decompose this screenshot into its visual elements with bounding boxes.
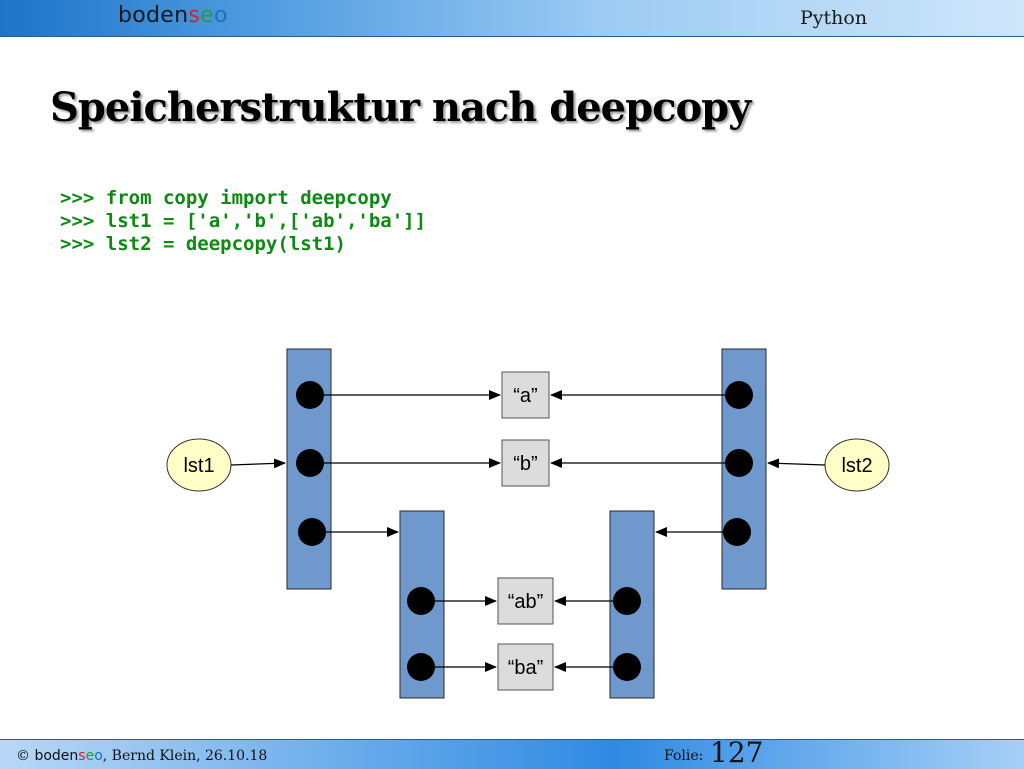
logo-part-o: o <box>213 3 228 28</box>
string-box-ba <box>497 643 554 691</box>
ref-dot-inner-right-0 <box>613 587 641 615</box>
string-label-a: “a” <box>513 385 537 407</box>
copyright-symbol: © <box>16 748 30 764</box>
brand-part-o: o <box>94 748 103 764</box>
brand-part-boden: boden <box>34 748 79 764</box>
arrow-lst2-to-list <box>767 458 826 469</box>
slide-label: Folie: <box>664 748 704 764</box>
string-box-ab <box>497 577 554 625</box>
string-label-b: “b” <box>513 453 537 475</box>
code-block: >>> from copy import deepcopy>>> lst1 = … <box>60 187 426 256</box>
ref-dot-inner-right-1 <box>613 653 641 681</box>
code-line-2: >>> lst1 = ['a','b',['ab','ba']] <box>60 210 427 232</box>
ref-dot-inner-left-0 <box>407 587 435 615</box>
variable-label-lst1: lst1 <box>183 455 214 477</box>
ref-dot-lst1-1 <box>296 449 324 477</box>
ref-dot-lst1-0 <box>296 381 324 409</box>
footer-bar: © bodenseo, Bernd Klein, 26.10.18 Folie:… <box>0 736 1024 769</box>
logo-part-s: s <box>188 3 201 28</box>
header-bar: bodenseo Python <box>0 0 1024 37</box>
topic-label: Python <box>800 7 868 29</box>
string-box-a <box>501 371 550 419</box>
ref-dot-lst1-2 <box>298 518 326 546</box>
ref-dot-lst2-0 <box>725 381 753 409</box>
footer-brand: bodenseo <box>34 748 102 764</box>
string-label-ba: “ba” <box>508 657 544 679</box>
variable-label-lst2: lst2 <box>841 455 872 477</box>
ref-dot-lst2-1 <box>725 449 753 477</box>
code-line-3: >>> lst2 = deepcopy(lst1) <box>60 233 346 255</box>
string-box-b <box>501 439 550 487</box>
author-date: , Bernd Klein, 26.10.18 <box>102 748 268 764</box>
logo-part-boden: boden <box>118 3 189 28</box>
bodenseo-logo: bodenseo <box>118 3 228 28</box>
logo-part-e: e <box>200 3 214 28</box>
brand-part-e: e <box>85 748 95 764</box>
arrow-lst1-to-list <box>230 458 286 469</box>
string-label-ab: “ab” <box>508 591 544 613</box>
ref-dot-inner-left-1 <box>407 653 435 681</box>
slide-title: Speicherstruktur nach deepcopy <box>50 84 751 131</box>
ref-dot-lst2-2 <box>723 518 751 546</box>
footer-copyright: © bodenseo, Bernd Klein, 26.10.18 <box>16 748 267 764</box>
slide-number: 127 <box>710 736 764 769</box>
brand-part-s: s <box>78 748 86 764</box>
code-line-1: >>> from copy import deepcopy <box>60 187 392 209</box>
